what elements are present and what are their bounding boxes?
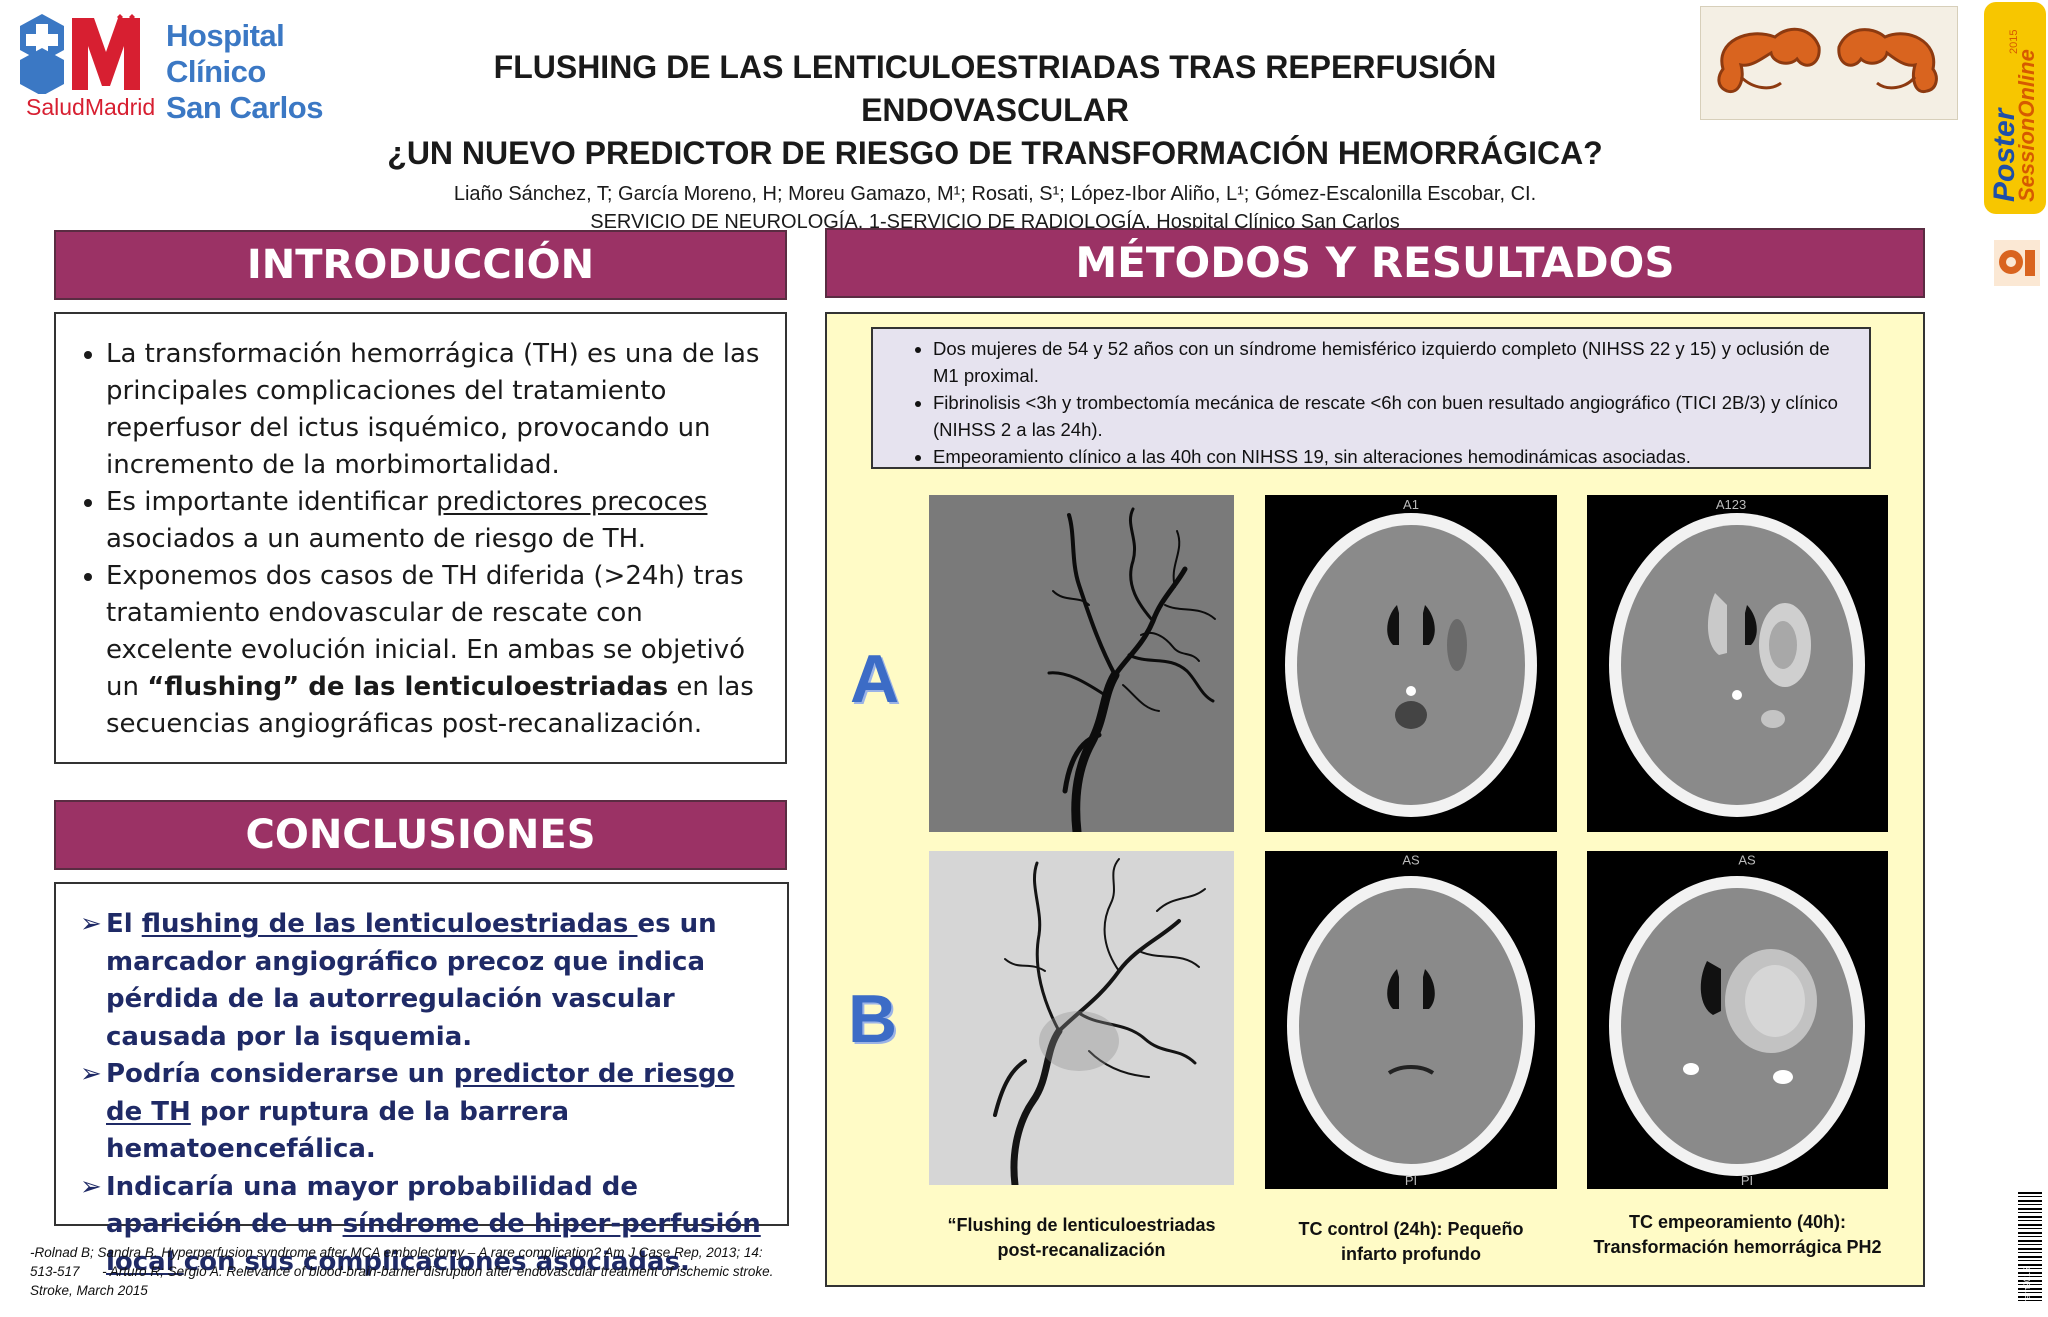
session-label: SessionOnline	[2014, 49, 2039, 202]
conclusion-1-underlined: flushing de las lenticuloestriadas	[141, 909, 638, 939]
intro-bullet-2-tail: asociados a un aumento de riesgo de TH.	[106, 524, 646, 554]
barcode-label: seram2015	[2022, 1266, 2032, 1312]
reference-1: -Rolnad B; Sandra B. Hyperperfusion synd…	[30, 1245, 763, 1279]
metodos-bullet: Empeoramiento clínico a las 40h con NIHS…	[933, 443, 1859, 470]
intro-bullet-3-bold: “flushing” de las lenticuloestriadas	[147, 672, 669, 702]
case-b-ct-worsening-image: AS PI	[1587, 851, 1888, 1189]
references: -Rolnad B; Sandra B. Hyperperfusion synd…	[30, 1243, 790, 1300]
case-a-ct-control-image: A1	[1265, 495, 1557, 832]
intro-bullet-3-text: Exponemos dos casos de TH diferida (>24h…	[106, 561, 746, 702]
case-a-label: A	[850, 641, 900, 717]
conclusion-3-text: Indicaría una mayor probabilidad de apar…	[106, 1171, 638, 1240]
ct-label: AS	[1738, 853, 1756, 868]
reference-2: - Arturo R; Sergio A. Relevance of blood…	[30, 1264, 774, 1298]
arrow-bullet-icon: ➢	[80, 909, 102, 939]
hospital-logo: Hospital Clínico San Carlos SaludMadrid	[18, 12, 338, 125]
introduccion-heading: INTRODUCCIÓN	[54, 230, 787, 300]
case-b-angiography-image	[929, 851, 1234, 1185]
conclusion-1-text: El	[106, 909, 142, 939]
caption-angiography-line1: “Flushing de lenticuloestriadas	[947, 1215, 1216, 1235]
conclusion-item-3: ➢Indicaría una mayor probabilidad de apa…	[80, 1169, 769, 1282]
arrow-bullet-icon: ➢	[80, 1171, 102, 1202]
caption-angiography-line2: post-recanalización	[997, 1240, 1166, 1260]
case-b-label: B	[848, 981, 898, 1057]
metodos-heading: MÉTODOS Y RESULTADOS	[825, 228, 1925, 298]
ct-label: A1	[1403, 497, 1419, 512]
salud-text: Salud	[26, 94, 85, 120]
congress-logo-icon	[1999, 250, 2035, 276]
section-label: NEUROIMAGEN P2	[1994, 1005, 2010, 1132]
poster-session-badge: Poster SessionOnline 2015	[1984, 2, 2046, 214]
conclusiones-list: ➢El flushing de las lenticuloestriadas e…	[80, 906, 769, 1281]
presented-label: Poster presentado en:	[2000, 305, 2029, 404]
institution-subtitle: SaludMadrid	[26, 94, 155, 121]
poster-title-block: FLUSHING DE LAS LENTICULOESTRIADAS TRAS …	[360, 46, 1630, 236]
author-label: Liaño Sánchez, Talia	[2018, 1003, 2034, 1132]
intro-bullet-2-text: Es importante identificar	[106, 487, 437, 517]
caption-ct-control-line1: TC control (24h): Pequeño	[1298, 1219, 1524, 1239]
conclusion-3-tail: con sus complicaciones asociadas.	[183, 1246, 690, 1277]
intro-bullet-1: La transformación hemorrágica (TH) es un…	[106, 336, 767, 484]
institution-name: Hospital Clínico San Carlos	[166, 18, 338, 126]
poster-session-sidebar: Poster SessionOnline 2015 Poster present…	[1982, 0, 2048, 1317]
caption-ct-control-line2: infarto profundo	[1341, 1244, 1481, 1264]
metodos-bullet: Fibrinolisis <3h y trombectomía mecánica…	[933, 389, 1859, 443]
conclusiones-heading: CONCLUSIONES	[54, 800, 787, 870]
conclusion-item-2: ➢Podría considerarse un predictor de rie…	[80, 1056, 769, 1169]
congress-logo	[1992, 238, 2042, 288]
hospital-emblem-icon	[20, 14, 140, 94]
case-b-ct-control-image: AS PI	[1265, 851, 1557, 1189]
case-a-ct-worsening-image: A123	[1587, 495, 1888, 832]
madrid-text: Madrid	[84, 94, 156, 120]
intro-bullet-2-underlined: predictores precoces	[436, 487, 708, 517]
caption-ct-worsening-line2: Transformación hemorrágica PH2	[1593, 1237, 1882, 1257]
barcode	[2018, 1192, 2042, 1304]
ct-label: PI	[1741, 1173, 1753, 1188]
ct-label: PI	[1405, 1173, 1417, 1188]
ct-label: AS	[1402, 853, 1420, 868]
metodos-bullets-box: Dos mujeres de 54 y 52 años con un síndr…	[871, 327, 1871, 469]
conclusion-3-underlined: síndrome de hiper-perfusión local	[106, 1209, 761, 1277]
intro-bullet-2: Es importante identificar predictores pr…	[106, 484, 767, 558]
intro-bullet-3-tail: en las secuencias angiográficas post-rec…	[106, 672, 754, 739]
conclusion-item-1: ➢El flushing de las lenticuloestriadas e…	[80, 906, 769, 1056]
case-a-angiography-image	[929, 495, 1234, 832]
poster-title-line2: ¿UN NUEVO PREDICTOR DE RIESGO DE TRANSFO…	[387, 135, 1603, 171]
year-label: 2015	[2008, 29, 2020, 54]
ct-label: A123	[1716, 497, 1746, 512]
intro-bullet-3: Exponemos dos casos de TH diferida (>24h…	[106, 558, 767, 743]
introduccion-box: La transformación hemorrágica (TH) es un…	[54, 312, 787, 764]
caption-ct-control: TC control (24h): Pequeño infarto profun…	[1265, 1217, 1557, 1267]
conclusiones-box: ➢El flushing de las lenticuloestriadas e…	[54, 882, 789, 1277]
caption-ct-worsening-line1: TC empeoramiento (40h):	[1628, 1212, 1847, 1232]
caption-angiography: “Flushing de lenticuloestriadas post-rec…	[929, 1213, 1234, 1263]
poster-title-line1: FLUSHING DE LAS LENTICULOESTRIADAS TRAS …	[493, 49, 1497, 128]
conclusion-2-text: Podría considerarse un	[106, 1059, 454, 1089]
conclusion-1-tail: es un marcador angiográfico precoz que i…	[106, 909, 717, 1052]
arrow-bullet-icon: ➢	[80, 1059, 102, 1089]
authors: Liaño Sánchez, T; García Moreno, H; More…	[453, 183, 1537, 205]
conclusion-2-tail: por ruptura de la barrera hematoencefáli…	[106, 1096, 570, 1165]
caption-ct-worsening: TC empeoramiento (40h): Transformación h…	[1580, 1210, 1895, 1260]
institution-name-line2: San Carlos	[166, 90, 323, 125]
code-label: X62H	[1992, 1246, 2008, 1282]
brain-logo-image	[1700, 6, 1958, 120]
brain-slices-icon	[1717, 27, 1938, 94]
introduccion-list: La transformación hemorrágica (TH) es un…	[76, 336, 767, 743]
metodos-bullet: Dos mujeres de 54 y 52 años con un síndr…	[933, 335, 1859, 389]
institution-name-line1: Hospital Clínico	[166, 18, 285, 89]
conclusion-2-underlined: predictor de riesgo de TH	[106, 1059, 735, 1127]
metodos-list: Dos mujeres de 54 y 52 años con un síndr…	[893, 335, 1859, 470]
affiliation: SERVICIO DE NEUROLOGÍA. 1-SERVICIO DE RA…	[590, 211, 1400, 233]
